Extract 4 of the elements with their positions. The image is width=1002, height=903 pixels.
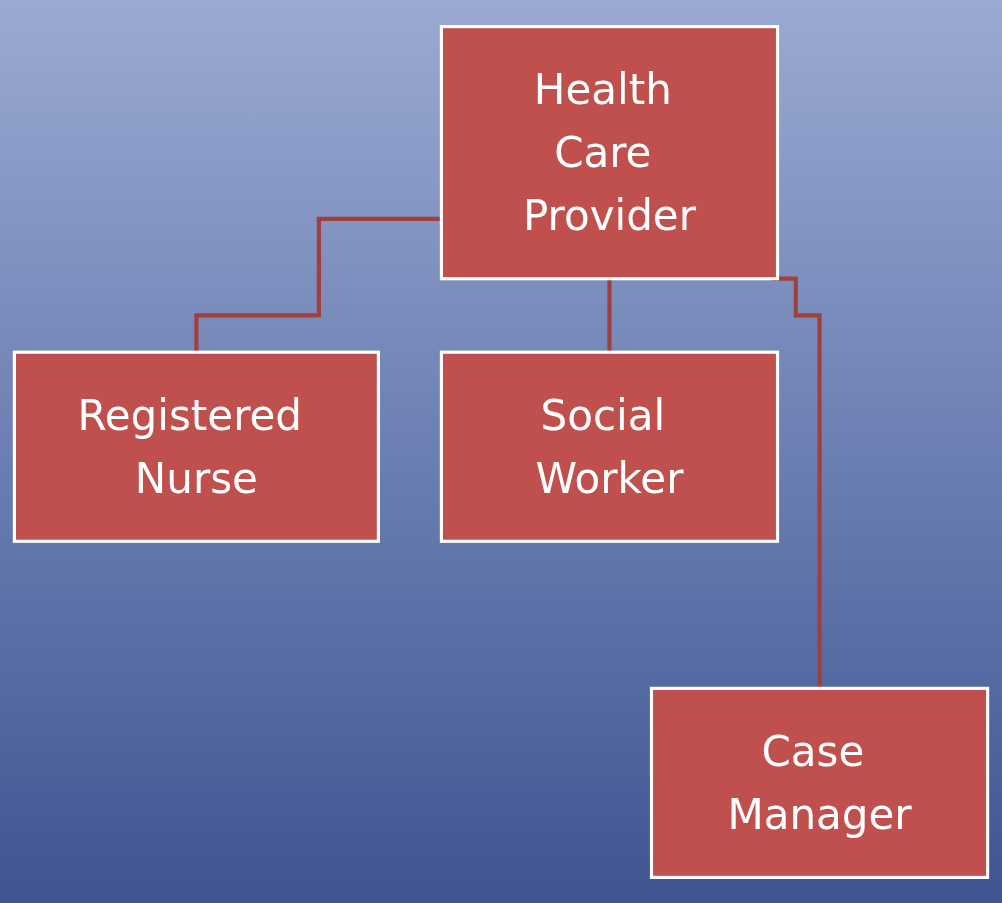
node-box: Registered Nurse	[12, 350, 380, 543]
node-box: Case Manager	[649, 686, 990, 879]
node-box: Health Care Provider	[439, 24, 780, 280]
node-box: Social Worker	[439, 350, 780, 543]
